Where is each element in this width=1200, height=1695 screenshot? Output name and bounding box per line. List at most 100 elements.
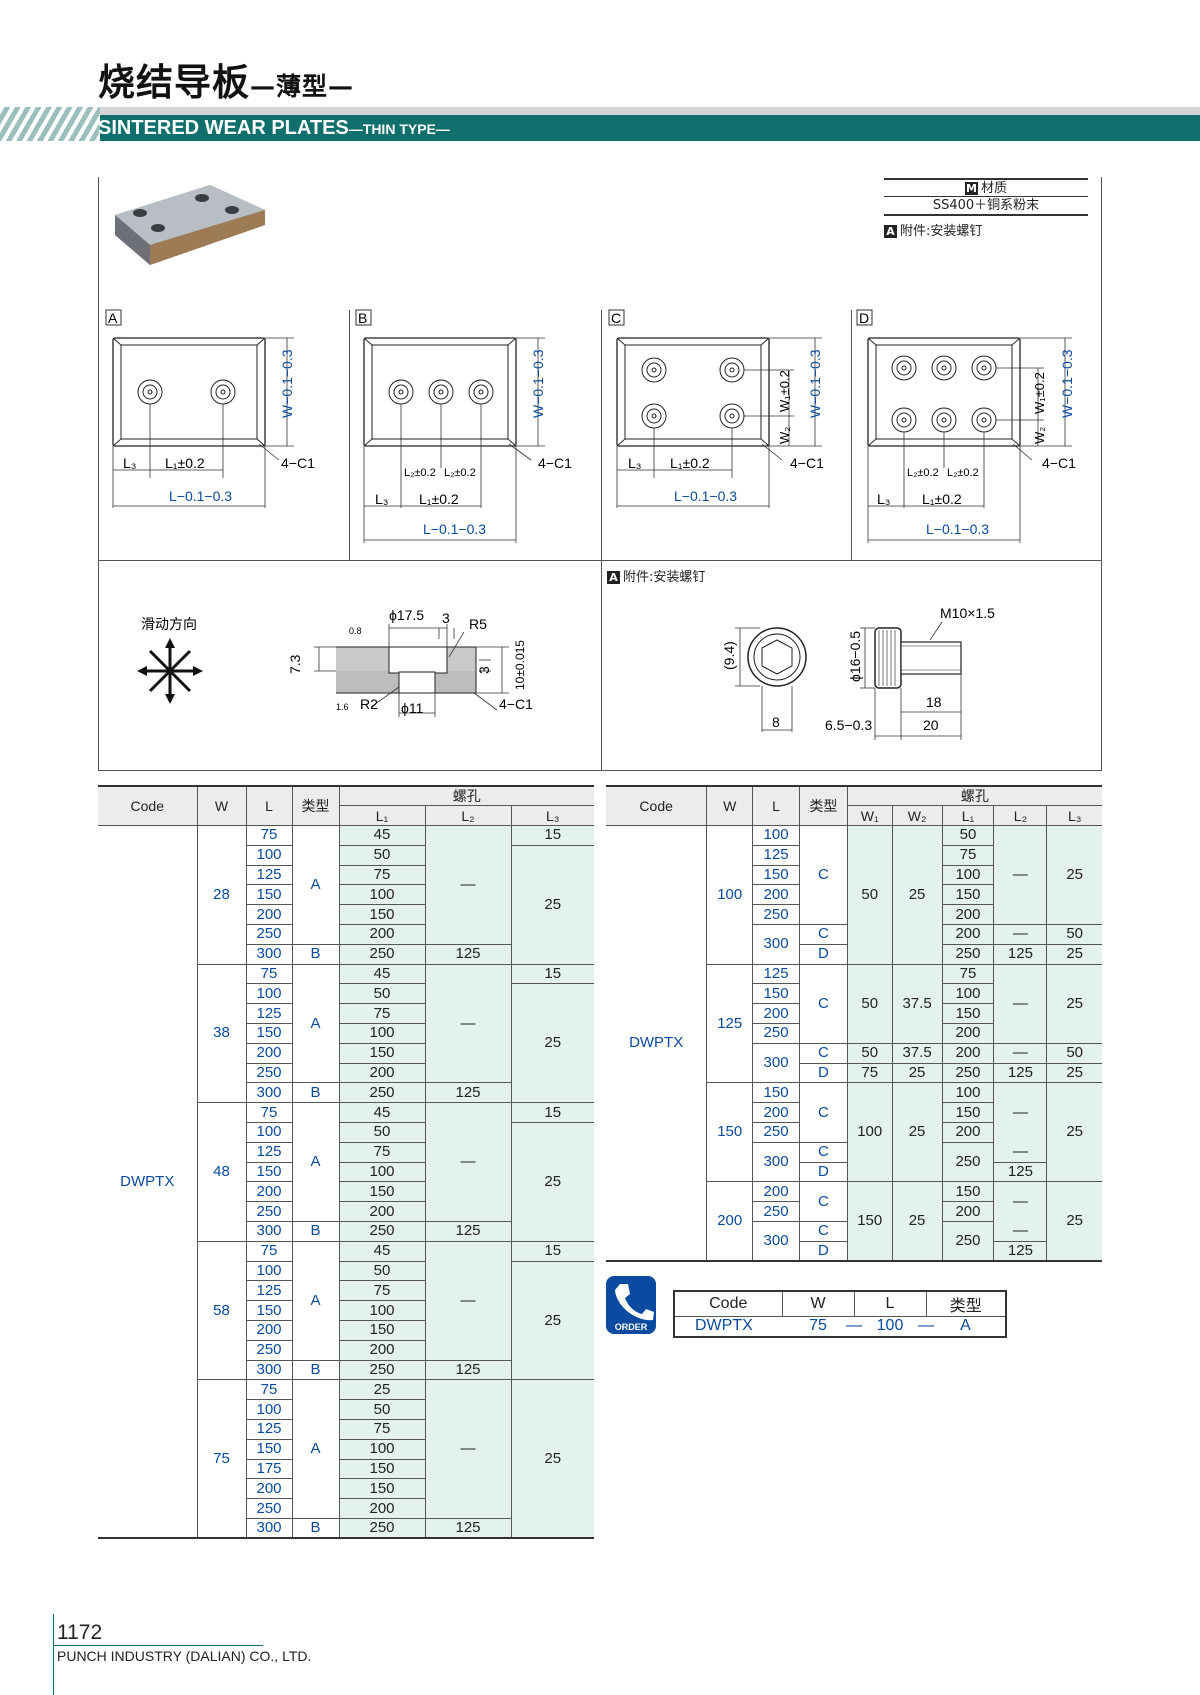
table-cell: 50: [1046, 924, 1102, 945]
table-cell: 300: [752, 1142, 800, 1183]
table-cell: 125: [424, 1082, 511, 1104]
table-cell: 45: [338, 1102, 425, 1124]
table-cell: 125: [245, 1142, 292, 1163]
dim-total-20: 20: [923, 717, 939, 733]
table-cell: 125: [993, 1162, 1047, 1183]
dim-b-l2b: L₂±0.2: [444, 467, 476, 479]
dim-head-height: (9.4): [721, 641, 737, 670]
drawing-type-b: B L₂±0.2 L₂±0.2 L₃ L₁±0.2 L−0.1−0.3 4−C1…: [355, 309, 572, 543]
table-cell: 150: [338, 1043, 425, 1064]
table-cell: 300: [752, 1221, 800, 1262]
frame-divider: [601, 310, 602, 771]
dim-hex-8: 8: [772, 714, 780, 730]
column-header: L₂: [993, 805, 1047, 826]
table-cell: 250: [338, 1082, 425, 1104]
table-cell: 125: [424, 1360, 511, 1381]
table-cell: 200: [941, 924, 994, 945]
table-cell: 250: [752, 1023, 800, 1044]
table-cell: 100: [245, 1399, 292, 1420]
table-cell: 200: [245, 1043, 292, 1064]
column-header: L₃: [1046, 805, 1102, 826]
table-cell: 125: [752, 964, 800, 985]
table-cell: 100: [338, 1300, 425, 1322]
table-cell: 50: [1046, 1043, 1102, 1064]
dim-a-chamfer: 4−C1: [281, 455, 315, 471]
right-code-cell: DWPTX: [629, 1034, 684, 1052]
table-cell: 200: [245, 904, 292, 926]
table-cell: 25: [510, 983, 594, 1104]
table-cell: 200: [338, 924, 425, 945]
table-cell: 200: [941, 1043, 994, 1064]
table-cell: 250: [752, 904, 800, 926]
dim-a-l: L−0.1−0.3: [169, 488, 232, 504]
table-cell: 100: [752, 825, 800, 846]
table-cell: 75: [245, 825, 292, 846]
table-cell: 300: [752, 924, 800, 965]
table-cell: —: [993, 1221, 1047, 1242]
table-cell: 250: [338, 1221, 425, 1242]
table-cell: 15: [510, 825, 594, 846]
table-cell: —: [424, 825, 511, 945]
table-cell: 200: [338, 1498, 425, 1519]
table-cell: C: [798, 1142, 848, 1163]
table-cell: 25: [1046, 1082, 1102, 1183]
dim-section-chamfer: 4−C1: [499, 696, 533, 712]
column-header: L: [752, 786, 800, 826]
table-cell: 25: [510, 845, 594, 965]
table-cell: 125: [424, 944, 511, 965]
table-cell: —: [993, 825, 1047, 926]
table-cell: 48: [196, 1102, 246, 1242]
table-cell: 200: [941, 904, 994, 926]
footer-rule: [53, 1645, 263, 1646]
dim-c-chamfer: 4−C1: [790, 455, 824, 471]
table-cell: 50: [846, 964, 893, 1044]
table-cell: 150: [245, 1300, 292, 1322]
table-cell: 125: [993, 1241, 1047, 1262]
table-cell: 45: [338, 825, 425, 846]
table-cell: D: [798, 1063, 848, 1084]
dim-h-3: 3: [476, 666, 492, 674]
order-icon-label: ORDER: [615, 1322, 648, 1332]
table-cell: 125: [245, 1280, 292, 1302]
table-cell: 200: [338, 1201, 425, 1223]
dim-r2: R2: [360, 696, 378, 712]
column-header: W₂: [891, 805, 943, 826]
table-cell: A: [291, 825, 339, 945]
table-row: 200 150: [98, 1043, 594, 1064]
table-cell: 45: [338, 964, 425, 985]
table-cell: 300: [245, 1518, 292, 1539]
title-band-stripes: [0, 107, 100, 141]
table-cell: 75: [338, 1280, 425, 1302]
table-cell: 200: [245, 1478, 292, 1500]
table-cell: 25: [1046, 1063, 1102, 1084]
table-cell: B: [291, 944, 339, 965]
dim-c-w2: W₂: [777, 427, 792, 444]
table-cell: 50: [338, 983, 425, 1005]
table-cell: 100: [941, 1082, 994, 1104]
table-cell: A: [291, 1379, 339, 1519]
table-cell: 150: [245, 884, 292, 906]
table-cell: 200: [941, 1201, 994, 1223]
table-cell: —: [993, 924, 1047, 945]
table-cell: C: [798, 1043, 848, 1064]
table-cell: 125: [752, 845, 800, 866]
table-cell: B: [291, 1360, 339, 1381]
table-cell: 200: [245, 1181, 292, 1203]
